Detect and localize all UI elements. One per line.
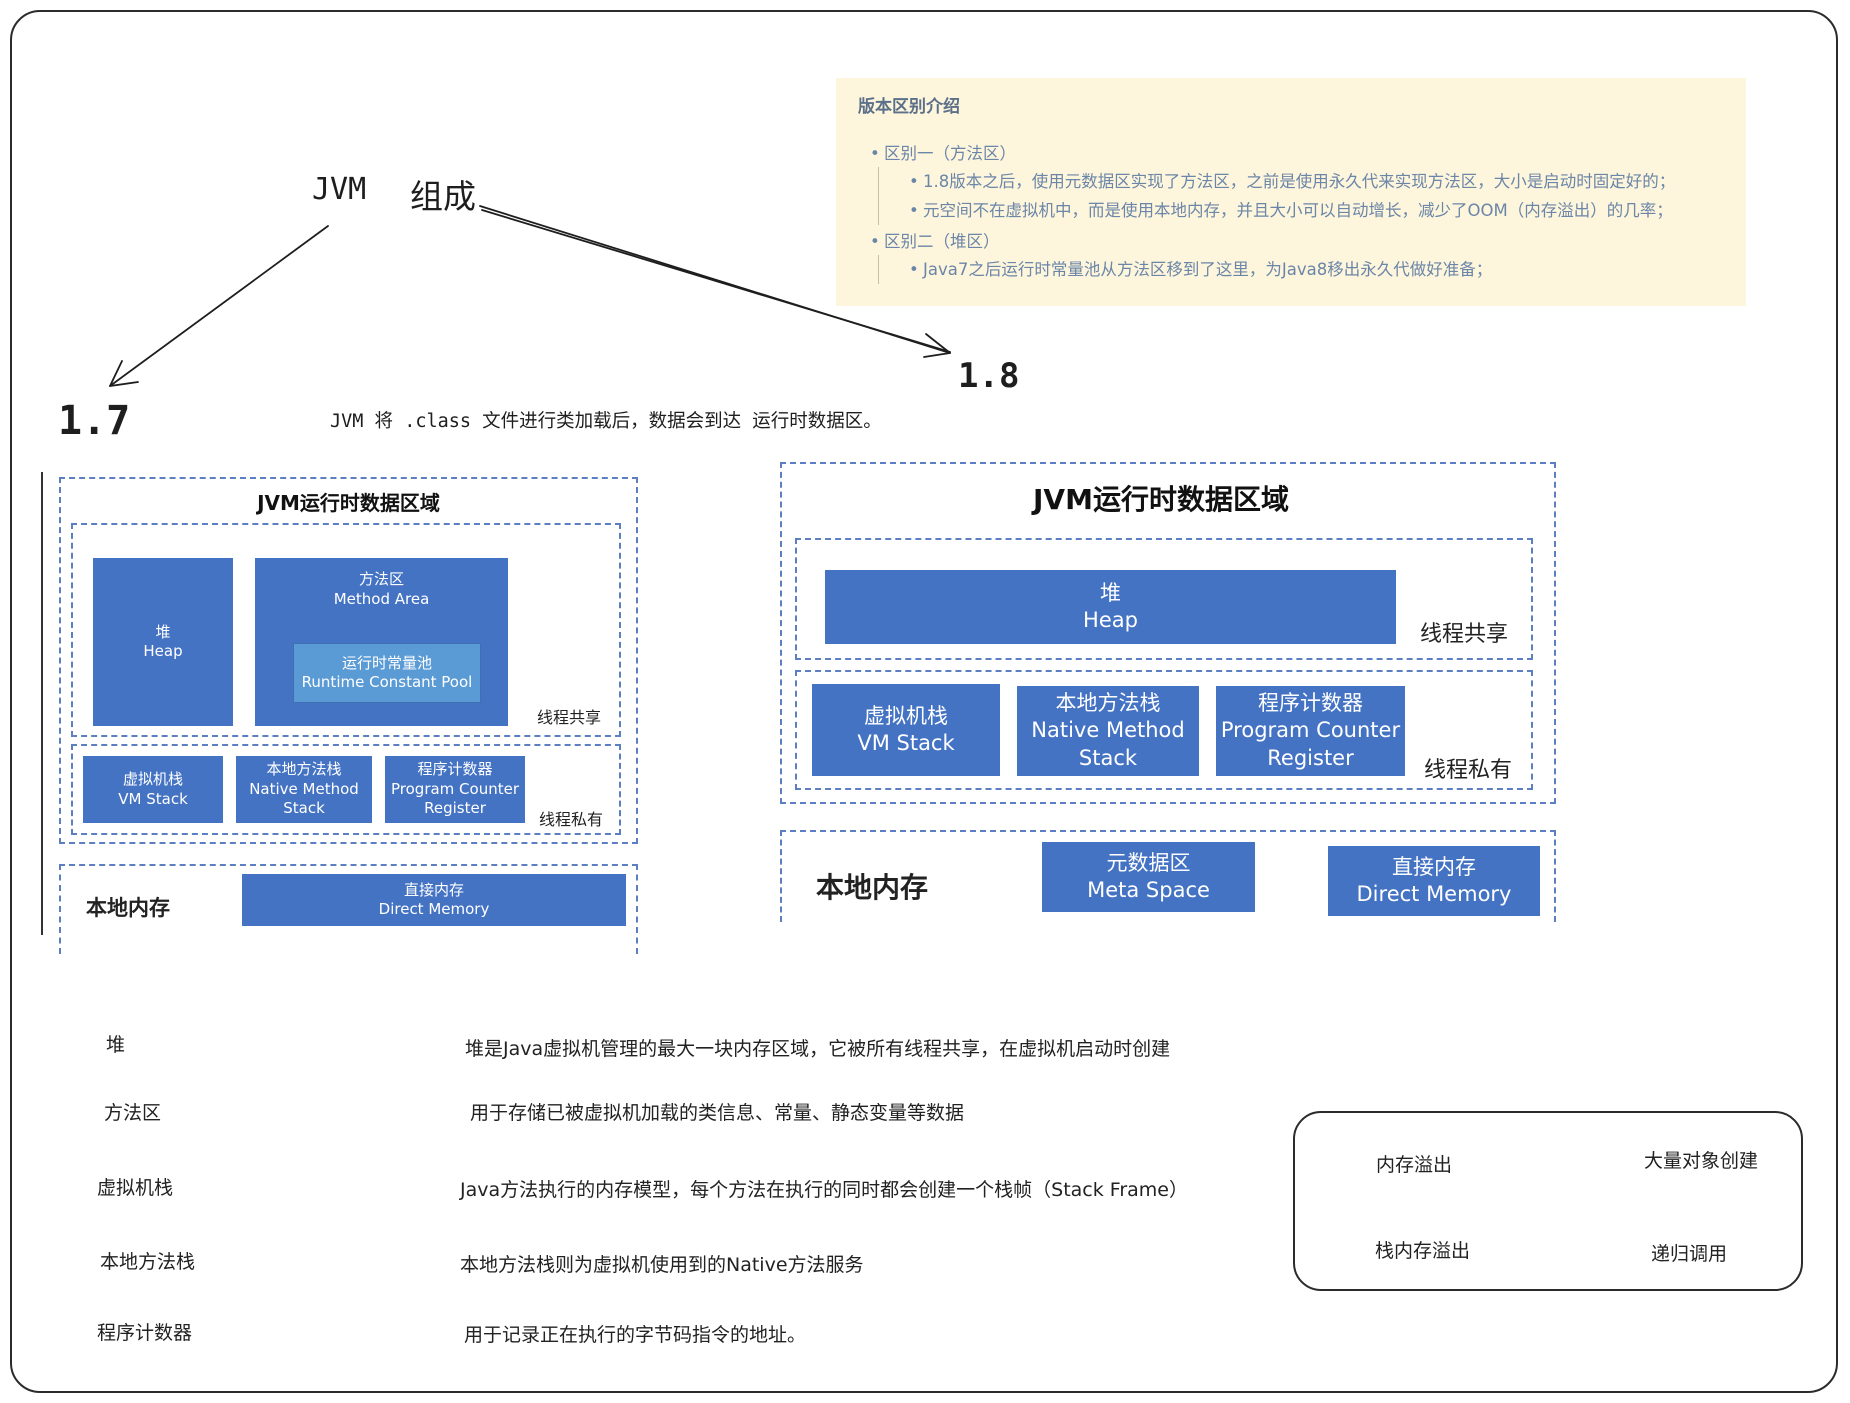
oom-stack-cause: 递归调用 <box>1651 1243 1728 1265</box>
oom-heap: 内存溢出 <box>1376 1154 1453 1176</box>
pc-18-en1: Program Counter <box>1220 718 1401 743</box>
runtime-pool-17-zh: 运行时常量池 <box>341 653 432 672</box>
intro-text: JVM 将 .class 文件进行类加载后，数据会到达 运行时数据区。 <box>330 411 882 432</box>
native-stack-18-en2: Stack <box>1078 745 1138 770</box>
vm-stack-18: 虚拟机栈 VM Stack <box>812 684 1000 776</box>
term-method-area: 方法区 <box>104 1102 162 1124</box>
local-memory-area-17 <box>59 864 638 954</box>
pc-18-zh: 程序计数器 <box>1258 691 1363 716</box>
local-memory-18: 本地内存 <box>816 871 929 904</box>
native-stack-18-zh: 本地方法栈 <box>1055 691 1161 716</box>
version-diff-note: 版本区别介绍 区别一（方法区） 1.8版本之后，使用元数据区实现了方法区，之前是… <box>836 78 1746 306</box>
term-vm-stack: 虚拟机栈 <box>97 1177 174 1199</box>
arrow-to-18-head <box>923 333 951 358</box>
runtime-area-18-title: JVM运行时数据区域 <box>1033 483 1289 516</box>
heap-18-en: Heap <box>1083 608 1138 632</box>
pc-17: 程序计数器 Program Counter Register <box>385 756 525 823</box>
private-label-18: 线程私有 <box>1424 758 1513 783</box>
native-stack-17-en2: Stack <box>283 799 325 818</box>
local-memory-17: 本地内存 <box>86 896 170 920</box>
pc-17-en1: Program Counter <box>391 779 519 798</box>
runtime-area-18 <box>780 462 1556 804</box>
local-memory-area-18 <box>780 830 1556 922</box>
vm-stack-17-zh: 虚拟机栈 <box>122 770 183 788</box>
private-area-18 <box>795 670 1533 790</box>
native-stack-18: 本地方法栈 Native Method Stack <box>1017 686 1199 776</box>
version-17-label: 1.7 <box>58 398 131 444</box>
shared-label-18: 线程共享 <box>1420 622 1509 647</box>
runtime-area-17 <box>59 477 638 844</box>
desc-method-area: 用于存储已被虚拟机加载的类信息、常量、静态变量等数据 <box>470 1102 965 1124</box>
vm-stack-17-en: VM Stack <box>118 789 188 808</box>
vm-stack-17: 虚拟机栈 VM Stack <box>83 756 223 823</box>
note-item-1: 区别一（方法区） <box>858 141 1724 167</box>
heap-17: 堆 Heap <box>93 558 233 726</box>
meta-space-18-en: Meta Space <box>1087 878 1210 902</box>
note-sub-1-1: 1.8版本之后，使用元数据区实现了方法区，之前是使用永久代来实现方法区，大小是启… <box>879 167 1724 196</box>
meta-space-18-zh: 元数据区 <box>1106 850 1191 875</box>
shared-area-17 <box>71 523 621 737</box>
desc-vm-stack: Java方法执行的内存模型，每个方法在执行的同时都会创建一个栈帧（Stack F… <box>460 1179 1188 1201</box>
shared-label-17: 线程共享 <box>537 708 602 727</box>
pc-18-en2: Register <box>1267 745 1354 770</box>
arrow-to-17 <box>109 225 329 387</box>
title-compose: 组成 <box>410 177 476 216</box>
heap-17-zh: 堆 <box>155 622 171 641</box>
heap-18: 堆 Heap <box>825 570 1396 644</box>
runtime-area-17-title: JVM运行时数据区域 <box>257 491 440 515</box>
native-stack-17: 本地方法栈 Native Method Stack <box>236 756 372 823</box>
native-stack-17-en1: Native Method <box>249 779 359 798</box>
direct-memory-18-zh: 直接内存 <box>1392 854 1476 879</box>
term-native-stack: 本地方法栈 <box>100 1251 196 1273</box>
version-18-label: 1.8 <box>958 356 1020 396</box>
oom-stack: 栈内存溢出 <box>1375 1240 1471 1262</box>
runtime-pool-17: 运行时常量池 Runtime Constant Pool <box>293 643 481 703</box>
method-area-17-en: Method Area <box>333 589 430 608</box>
native-stack-18-en1: Native Method <box>1031 718 1185 743</box>
vm-stack-18-zh: 虚拟机栈 <box>864 703 948 728</box>
oom-box <box>1293 1111 1803 1291</box>
shared-area-18 <box>795 538 1533 660</box>
canvas-frame <box>10 10 1838 1393</box>
desc-pc: 用于记录正在执行的字节码指令的地址。 <box>464 1324 807 1346</box>
note-item-2-subs: Java7之后运行时常量池从方法区移到了这里，为Java8移出永久代做好准备； <box>878 255 1724 284</box>
heap-18-zh: 堆 <box>1100 580 1121 605</box>
direct-memory-17-en: Direct Memory <box>378 900 490 918</box>
private-label-17: 线程私有 <box>539 810 604 829</box>
term-heap: 堆 <box>106 1034 126 1056</box>
direct-memory-17-zh: 直接内存 <box>403 880 464 899</box>
branch-arrows <box>109 205 951 387</box>
note-sub-2-1: Java7之后运行时常量池从方法区移到了这里，为Java8移出永久代做好准备； <box>879 255 1724 284</box>
heap-17-en: Heap <box>143 642 183 660</box>
arrow-to-18-b <box>481 209 951 353</box>
arrow-to-17-head <box>109 360 139 387</box>
native-stack-17-zh: 本地方法栈 <box>266 760 342 779</box>
title-jvm: JVM <box>312 172 367 207</box>
private-area-17 <box>71 744 621 835</box>
note-item-1-subs: 1.8版本之后，使用元数据区实现了方法区，之前是使用永久代来实现方法区，大小是启… <box>878 167 1724 225</box>
meta-space-18: 元数据区 Meta Space <box>1042 842 1255 912</box>
runtime-pool-17-en: Runtime Constant Pool <box>301 673 473 691</box>
direct-memory-17: 直接内存 Direct Memory <box>242 874 626 926</box>
desc-heap: 堆是Java虚拟机管理的最大一块内存区域，它被所有线程共享，在虚拟机启动时创建 <box>465 1038 1171 1060</box>
note-title: 版本区别介绍 <box>858 97 960 117</box>
term-pc: 程序计数器 <box>97 1322 193 1344</box>
note-sub-1-2: 元空间不在虚拟机中，而是使用本地内存，并且大小可以自动增长，减少了OOM（内存溢… <box>879 196 1724 225</box>
desc-native-stack: 本地方法栈则为虚拟机使用到的Native方法服务 <box>460 1254 864 1276</box>
note-item-2: 区别二（堆区） <box>858 229 1724 255</box>
direct-memory-18: 直接内存 Direct Memory <box>1328 846 1540 916</box>
oom-heap-cause: 大量对象创建 <box>1644 1150 1759 1172</box>
vm-stack-18-en: VM Stack <box>857 731 955 755</box>
direct-memory-18-en: Direct Memory <box>1356 882 1512 906</box>
method-area-17-zh: 方法区 <box>358 570 404 588</box>
pc-17-zh: 程序计数器 <box>417 760 493 779</box>
pc-17-en2: Register <box>424 799 486 818</box>
diagram-17-edge <box>41 472 43 935</box>
pc-18: 程序计数器 Program Counter Register <box>1216 686 1405 776</box>
